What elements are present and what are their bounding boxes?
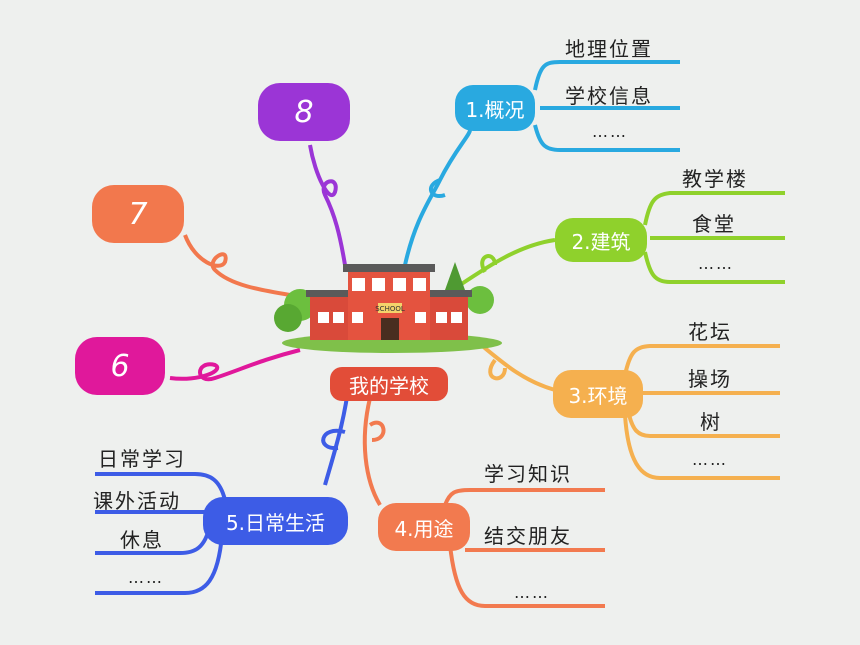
- leaf-item: 操场: [688, 367, 732, 391]
- branch-node-buildings[interactable]: 2.建筑: [555, 218, 647, 262]
- leaf-item: 课外活动: [93, 489, 181, 513]
- leaf-item: 学习知识: [484, 462, 572, 486]
- school-illustration: [274, 262, 502, 353]
- leaf-item: 日常学习: [98, 447, 186, 471]
- branch-label: 4.用途: [394, 516, 454, 541]
- leaf-item: 结交朋友: [484, 524, 572, 548]
- leaf-item: 花坛: [688, 320, 732, 344]
- branch-node-daily-life[interactable]: 5.日常生活: [203, 497, 348, 545]
- center-node[interactable]: 我的学校: [330, 367, 448, 401]
- center-label: 我的学校: [349, 373, 429, 398]
- leaf-item: 食堂: [692, 212, 736, 236]
- leaf-item: ……: [692, 450, 728, 469]
- leaf-item: ……: [128, 568, 164, 587]
- placeholder-label: 6: [110, 348, 130, 384]
- branch-label: 2.建筑: [571, 229, 631, 254]
- branch-label: 5.日常生活: [225, 510, 326, 535]
- leaf-item: ……: [592, 122, 628, 141]
- leaf-item: 学校信息: [565, 84, 653, 108]
- leaf-item: ……: [514, 583, 550, 602]
- branch-label: 3.环境: [568, 383, 628, 408]
- branch-node-environment[interactable]: 3.环境: [553, 370, 643, 418]
- placeholder-label: 7: [128, 196, 148, 232]
- branch-label: 1.概况: [465, 97, 525, 122]
- branch-node-purpose[interactable]: 4.用途: [378, 503, 470, 551]
- leaf-item: ……: [698, 254, 734, 273]
- branch-node-overview[interactable]: 1.概况: [455, 85, 535, 131]
- placeholder-label: 8: [294, 94, 314, 130]
- placeholder-node-7[interactable]: 7: [92, 185, 184, 243]
- leaf-item: 教学楼: [682, 167, 748, 191]
- placeholder-node-8[interactable]: 8: [258, 83, 350, 141]
- leaf-item: 休息: [120, 528, 164, 552]
- leaf-item: 地理位置: [565, 37, 653, 61]
- leaf-item: 树: [700, 410, 722, 434]
- placeholder-node-6[interactable]: 6: [75, 337, 165, 395]
- school-sign: SCHOOL: [375, 305, 405, 313]
